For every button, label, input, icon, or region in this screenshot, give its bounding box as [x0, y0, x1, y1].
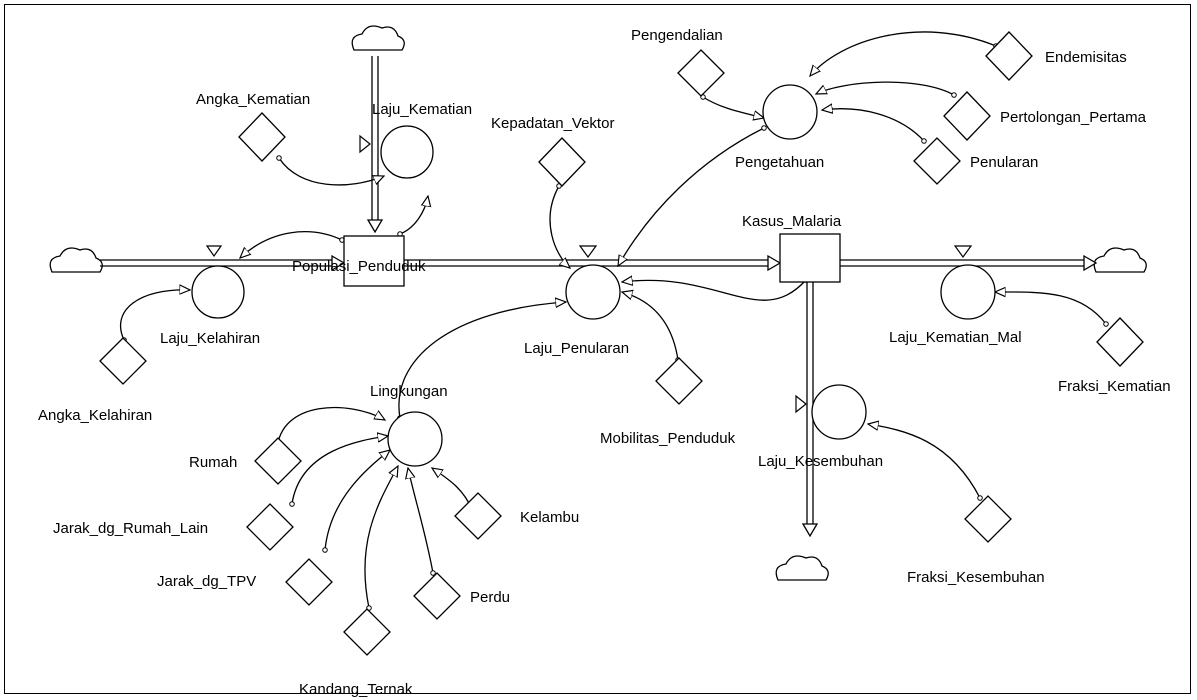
- const-kandang-ternak: [343, 608, 391, 656]
- label-laju-kesembuhan: Laju_Kesembuhan: [758, 453, 883, 470]
- label-fraksi-kesembuhan: Fraksi_Kesembuhan: [907, 569, 1045, 586]
- cloud-icon: [1093, 247, 1147, 273]
- flow-laju-kematian-mal: [940, 264, 996, 320]
- const-kepadatan-vektor: [538, 137, 586, 187]
- flow-laju-kelahiran: [191, 265, 245, 319]
- label-laju-kelahiran: Laju_Kelahiran: [160, 330, 260, 347]
- stock-kasus-malaria: [779, 233, 841, 283]
- label-populasi-penduduk: Populasi_Penduduk: [292, 258, 426, 275]
- const-jarak-tpv: [285, 558, 333, 606]
- const-kelambu: [454, 492, 502, 540]
- label-laju-kematian: Laju_Kematian: [372, 101, 472, 118]
- label-penularan: Penularan: [970, 154, 1038, 171]
- flow-laju-kesembuhan: [811, 384, 867, 440]
- label-fraksi-kematian: Fraksi_Kematian: [1058, 378, 1171, 395]
- label-pengetahuan: Pengetahuan: [735, 154, 824, 171]
- const-pengendalian: [677, 49, 725, 97]
- label-angka-kelahiran: Angka_Kelahiran: [38, 407, 152, 424]
- label-perdu: Perdu: [470, 589, 510, 606]
- aux-lingkungan: [387, 411, 443, 467]
- label-jarak-rumah-lain: Jarak_dg_Rumah_Lain: [53, 520, 208, 537]
- label-lingkungan: Lingkungan: [370, 383, 448, 400]
- cloud-icon: [351, 25, 405, 51]
- diagram-frame: [4, 4, 1191, 694]
- flow-laju-kematian: [380, 125, 434, 179]
- aux-pengetahuan: [762, 84, 818, 140]
- const-angka-kelahiran: [99, 337, 147, 385]
- const-rumah: [254, 437, 302, 485]
- label-rumah: Rumah: [189, 454, 237, 471]
- const-angka-kematian: [238, 112, 286, 162]
- cloud-icon: [775, 555, 829, 581]
- const-endemisitas: [985, 31, 1033, 81]
- cloud-icon: [49, 247, 103, 273]
- stock-populasi-penduduk: [343, 235, 405, 287]
- const-perdu: [413, 572, 461, 620]
- const-penularan: [913, 137, 961, 185]
- label-laju-penularan: Laju_Penularan: [524, 340, 629, 357]
- label-kepadatan-vektor: Kepadatan_Vektor: [491, 115, 614, 132]
- label-mobilitas-penduduk: Mobilitas_Penduduk: [600, 430, 736, 447]
- const-mobilitas-penduduk: [655, 357, 703, 405]
- const-jarak-rumah-lain: [246, 503, 294, 551]
- const-fraksi-kematian: [1096, 317, 1144, 367]
- label-angka-kematian: Angka_Kematian: [196, 91, 310, 108]
- label-kandang-ternak: Kandang_Ternak: [299, 681, 413, 698]
- label-kasus-malaria: Kasus_Malaria: [742, 213, 842, 230]
- label-pertolongan-pertama: Pertolongan_Pertama: [1000, 109, 1147, 126]
- label-pengendalian: Pengendalian: [631, 27, 723, 44]
- label-endemisitas: Endemisitas: [1045, 49, 1127, 66]
- label-kelambu: Kelambu: [520, 509, 579, 526]
- label-jarak-tpv: Jarak_dg_TPV: [157, 573, 256, 590]
- const-pertolongan-pertama: [943, 91, 991, 141]
- const-fraksi-kesembuhan: [964, 495, 1012, 543]
- label-laju-kematian-mal: Laju_Kematian_Mal: [889, 329, 1022, 346]
- flow-laju-penularan: [565, 264, 621, 320]
